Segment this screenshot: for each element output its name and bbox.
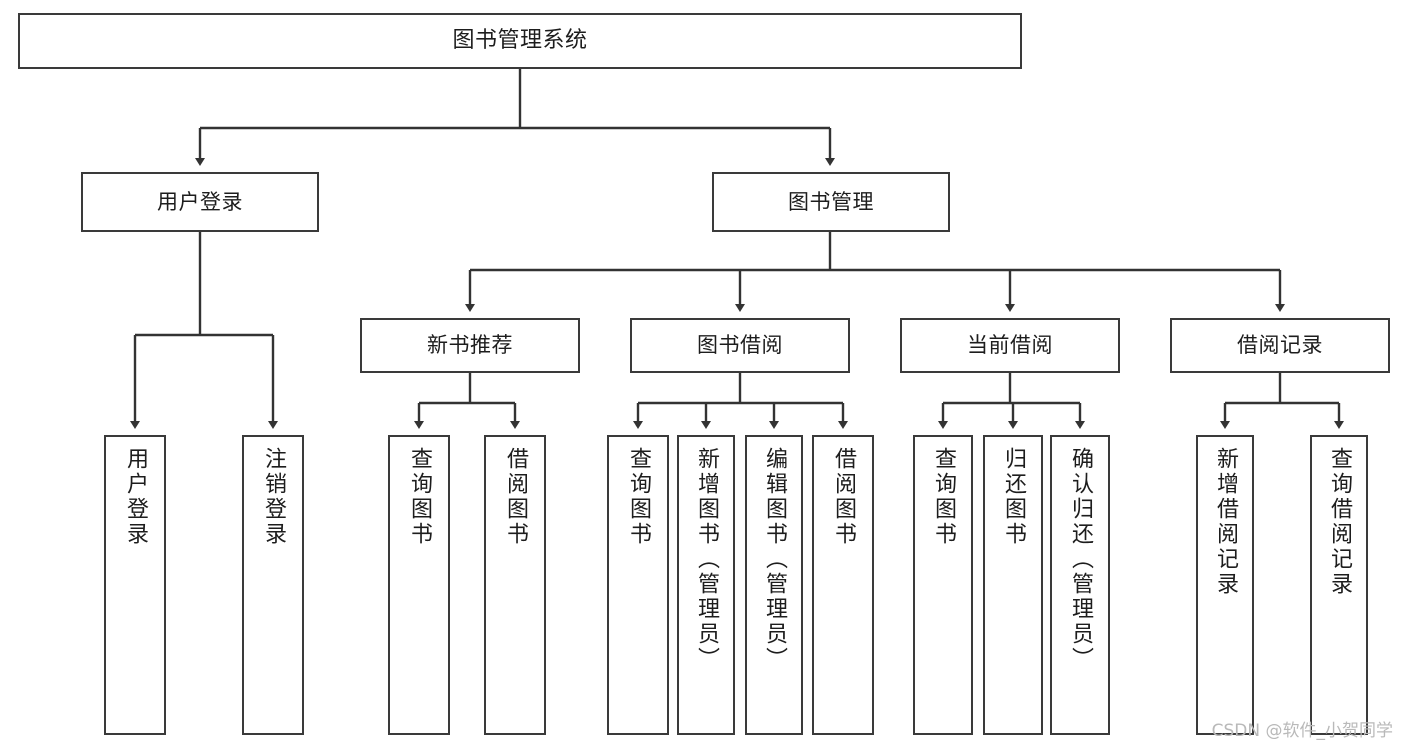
- node-leaf-query-book-3-label: 查询图书: [931, 447, 956, 547]
- node-leaf-query-record-label: 查询借阅记录: [1327, 447, 1352, 597]
- node-leaf-query-book-2[interactable]: 查询图书: [607, 435, 669, 735]
- node-user-login[interactable]: 用户登录: [81, 172, 319, 232]
- node-leaf-confirm-return-label: 确认归还（管理员）: [1068, 447, 1093, 672]
- node-leaf-add-record[interactable]: 新增借阅记录: [1196, 435, 1254, 735]
- node-leaf-logout-login[interactable]: 注销登录: [242, 435, 304, 735]
- node-new-book-recommend-label: 新书推荐: [427, 333, 513, 358]
- node-leaf-edit-book-label: 编辑图书（管理员）: [762, 447, 787, 672]
- node-leaf-query-book-1[interactable]: 查询图书: [388, 435, 450, 735]
- node-borrow-record[interactable]: 借阅记录: [1170, 318, 1390, 373]
- node-user-login-label: 用户登录: [157, 189, 243, 214]
- node-book-manage-label: 图书管理: [788, 189, 874, 214]
- node-leaf-user-login-label: 用户登录: [123, 447, 148, 547]
- node-leaf-borrow-book-1-label: 借阅图书: [503, 447, 528, 547]
- watermark: CSDN @软件_小贺同学: [1211, 721, 1393, 741]
- node-root-label: 图书管理系统: [452, 28, 588, 54]
- node-new-book-recommend[interactable]: 新书推荐: [360, 318, 580, 373]
- node-book-borrow-label: 图书借阅: [697, 333, 783, 358]
- node-leaf-query-book-2-label: 查询图书: [626, 447, 651, 547]
- node-leaf-return-book[interactable]: 归还图书: [983, 435, 1043, 735]
- node-leaf-user-login[interactable]: 用户登录: [104, 435, 166, 735]
- node-leaf-borrow-book-1[interactable]: 借阅图书: [484, 435, 546, 735]
- node-leaf-edit-book[interactable]: 编辑图书（管理员）: [745, 435, 803, 735]
- node-leaf-query-book-3[interactable]: 查询图书: [913, 435, 973, 735]
- node-leaf-confirm-return[interactable]: 确认归还（管理员）: [1050, 435, 1110, 735]
- node-current-borrow[interactable]: 当前借阅: [900, 318, 1120, 373]
- node-leaf-borrow-book-2-label: 借阅图书: [831, 447, 856, 547]
- node-leaf-add-record-label: 新增借阅记录: [1213, 447, 1238, 597]
- node-leaf-query-record[interactable]: 查询借阅记录: [1310, 435, 1368, 735]
- node-leaf-return-book-label: 归还图书: [1001, 447, 1026, 547]
- node-leaf-add-book-label: 新增图书（管理员）: [694, 447, 719, 672]
- node-book-manage[interactable]: 图书管理: [712, 172, 950, 232]
- node-leaf-query-book-1-label: 查询图书: [407, 447, 432, 547]
- node-root[interactable]: 图书管理系统: [18, 13, 1022, 69]
- node-borrow-record-label: 借阅记录: [1237, 333, 1323, 358]
- node-leaf-add-book[interactable]: 新增图书（管理员）: [677, 435, 735, 735]
- node-leaf-borrow-book-2[interactable]: 借阅图书: [812, 435, 874, 735]
- node-leaf-logout-login-label: 注销登录: [261, 447, 286, 547]
- node-current-borrow-label: 当前借阅: [967, 333, 1053, 358]
- node-book-borrow[interactable]: 图书借阅: [630, 318, 850, 373]
